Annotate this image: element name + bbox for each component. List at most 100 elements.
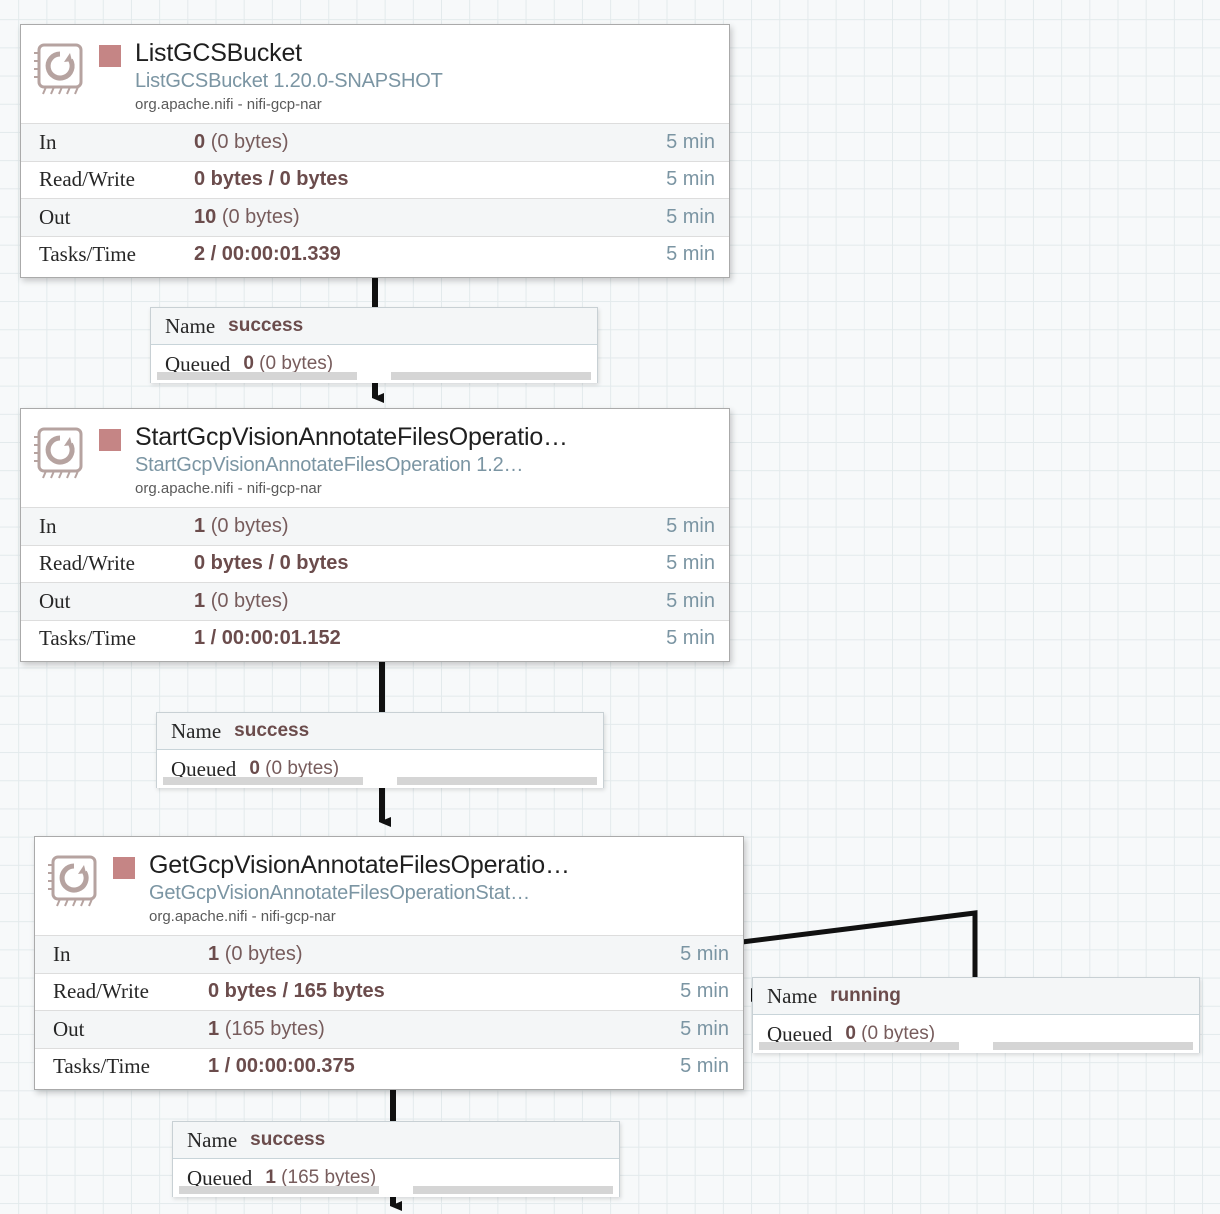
stat-label: In [39, 513, 57, 538]
connection-queued-key: Queued [165, 351, 231, 376]
stat-row: Read/Write 0 bytes / 165 bytes 5 min [35, 972, 743, 1010]
processor-titles: ListGCSBucket ListGCSBucket 1.20.0-SNAPS… [135, 39, 719, 116]
processor-type: GetGcpVisionAnnotateFilesOperationStat… [149, 882, 530, 904]
gauge-spacer [357, 372, 392, 380]
stat-value: 10 (0 bytes) [194, 205, 300, 228]
processor-header: GetGcpVisionAnnotateFilesOperatio… GetGc… [35, 837, 743, 935]
connection-name-value: success [250, 1129, 326, 1150]
connection-name-key: Name [171, 718, 222, 743]
stat-label: Read/Write [39, 167, 135, 192]
stat-value: 1 (0 bytes) [208, 942, 303, 965]
connection-queued-value: 0 (0 bytes) [243, 353, 334, 374]
status-badge-stopped[interactable] [99, 429, 121, 451]
stat-row: Out 1 (165 bytes) 5 min [35, 1010, 743, 1048]
stat-timeframe: 5 min [666, 627, 715, 650]
processor-type: ListGCSBucket 1.20.0-SNAPSHOT [135, 70, 443, 92]
connection-name-row: Name success [157, 713, 603, 750]
connection-get-running[interactable]: Name running Queued 0 (0 bytes) [752, 977, 1200, 1053]
stat-value: 0 (0 bytes) [194, 130, 289, 153]
connection-name-key: Name [187, 1127, 238, 1152]
stat-row: Out 10 (0 bytes) 5 min [21, 198, 729, 236]
queue-count-gauge [157, 372, 357, 380]
processor-start-gcp-vision[interactable]: StartGcpVisionAnnotateFilesOperatio… Sta… [20, 408, 730, 662]
stat-value: 1 (0 bytes) [194, 589, 289, 612]
connection-queued-value: 1 (165 bytes) [265, 1167, 377, 1188]
processor-name: ListGCSBucket [135, 39, 302, 67]
processor-bundle: org.apache.nifi - nifi-gcp-nar [149, 908, 336, 925]
status-badge-stopped[interactable] [99, 45, 121, 67]
stat-row: Tasks/Time 1 / 00:00:01.152 5 min [21, 619, 729, 657]
processor-bundle: org.apache.nifi - nifi-gcp-nar [135, 480, 322, 497]
connection-queued-value: 0 (0 bytes) [845, 1023, 936, 1044]
connection-name-value: success [228, 315, 304, 336]
processor-header: StartGcpVisionAnnotateFilesOperatio… Sta… [21, 409, 729, 507]
stat-label: In [39, 129, 57, 154]
connection-name-row: Name success [151, 308, 597, 345]
processor-chip-icon [33, 41, 89, 101]
stat-label: Tasks/Time [53, 1054, 150, 1079]
stat-value: 0 bytes / 0 bytes [194, 168, 349, 191]
queue-size-gauge [993, 1042, 1193, 1050]
queue-count-gauge [179, 1186, 379, 1194]
stat-timeframe: 5 min [666, 514, 715, 537]
stat-timeframe: 5 min [666, 205, 715, 228]
processor-chip-icon [33, 425, 89, 485]
gauge-spacer [379, 1186, 414, 1194]
stat-value: 1 (165 bytes) [208, 1017, 325, 1040]
stat-row: Tasks/Time 2 / 00:00:01.339 5 min [21, 235, 729, 273]
processor-list-gcs-bucket[interactable]: ListGCSBucket ListGCSBucket 1.20.0-SNAPS… [20, 24, 730, 278]
connection-list-to-start[interactable]: Name success Queued 0 (0 bytes) [150, 307, 598, 383]
stat-value: 1 / 00:00:00.375 [208, 1055, 355, 1078]
stat-timeframe: 5 min [666, 168, 715, 191]
processor-chip-icon [47, 853, 103, 913]
stat-timeframe: 5 min [666, 130, 715, 153]
connection-gauge-bars [753, 1042, 1199, 1050]
connection-queued-key: Queued [767, 1021, 833, 1046]
stat-row: Read/Write 0 bytes / 0 bytes 5 min [21, 160, 729, 198]
connection-name-value: running [830, 985, 901, 1006]
status-badge-stopped[interactable] [113, 857, 135, 879]
stat-timeframe: 5 min [680, 942, 729, 965]
connection-name-key: Name [165, 313, 216, 338]
processor-get-gcp-vision[interactable]: GetGcpVisionAnnotateFilesOperatio… GetGc… [34, 836, 744, 1090]
stat-row: Out 1 (0 bytes) 5 min [21, 582, 729, 620]
stat-value: 0 bytes / 0 bytes [194, 552, 349, 575]
connection-gauge-bars [157, 777, 603, 785]
processor-header: ListGCSBucket ListGCSBucket 1.20.0-SNAPS… [21, 25, 729, 123]
stat-row: Read/Write 0 bytes / 0 bytes 5 min [21, 544, 729, 582]
stat-label: Tasks/Time [39, 626, 136, 651]
connection-name-row: Name running [753, 978, 1199, 1015]
gauge-spacer [959, 1042, 994, 1050]
stat-timeframe: 5 min [680, 1017, 729, 1040]
connection-name-key: Name [767, 983, 818, 1008]
processor-type: StartGcpVisionAnnotateFilesOperation 1.2… [135, 454, 524, 476]
stat-row: In 1 (0 bytes) 5 min [21, 507, 729, 545]
stat-value: 1 (0 bytes) [194, 514, 289, 537]
processor-titles: GetGcpVisionAnnotateFilesOperatio… GetGc… [149, 851, 733, 928]
stat-value: 1 / 00:00:01.152 [194, 627, 341, 650]
stat-timeframe: 5 min [680, 980, 729, 1003]
stat-row: In 1 (0 bytes) 5 min [35, 935, 743, 973]
queue-size-gauge [397, 777, 597, 785]
stat-label: Read/Write [39, 551, 135, 576]
processor-name: StartGcpVisionAnnotateFilesOperatio… [135, 423, 568, 451]
processor-name: GetGcpVisionAnnotateFilesOperatio… [149, 851, 570, 879]
connection-queued-key: Queued [171, 756, 237, 781]
stat-label: In [53, 941, 71, 966]
stat-timeframe: 5 min [680, 1055, 729, 1078]
connection-gauge-bars [151, 372, 597, 380]
stat-label: Out [39, 204, 71, 229]
stat-timeframe: 5 min [666, 552, 715, 575]
connection-start-to-get[interactable]: Name success Queued 0 (0 bytes) [156, 712, 604, 788]
connection-name-row: Name success [173, 1122, 619, 1159]
connection-get-success[interactable]: Name success Queued 1 (165 bytes) [172, 1121, 620, 1197]
stat-row: In 0 (0 bytes) 5 min [21, 123, 729, 161]
queue-size-gauge [391, 372, 591, 380]
gauge-spacer [363, 777, 398, 785]
stat-timeframe: 5 min [666, 589, 715, 612]
connection-name-value: success [234, 720, 310, 741]
stat-value: 2 / 00:00:01.339 [194, 243, 341, 266]
queue-size-gauge [413, 1186, 613, 1194]
stat-label: Out [53, 1016, 85, 1041]
